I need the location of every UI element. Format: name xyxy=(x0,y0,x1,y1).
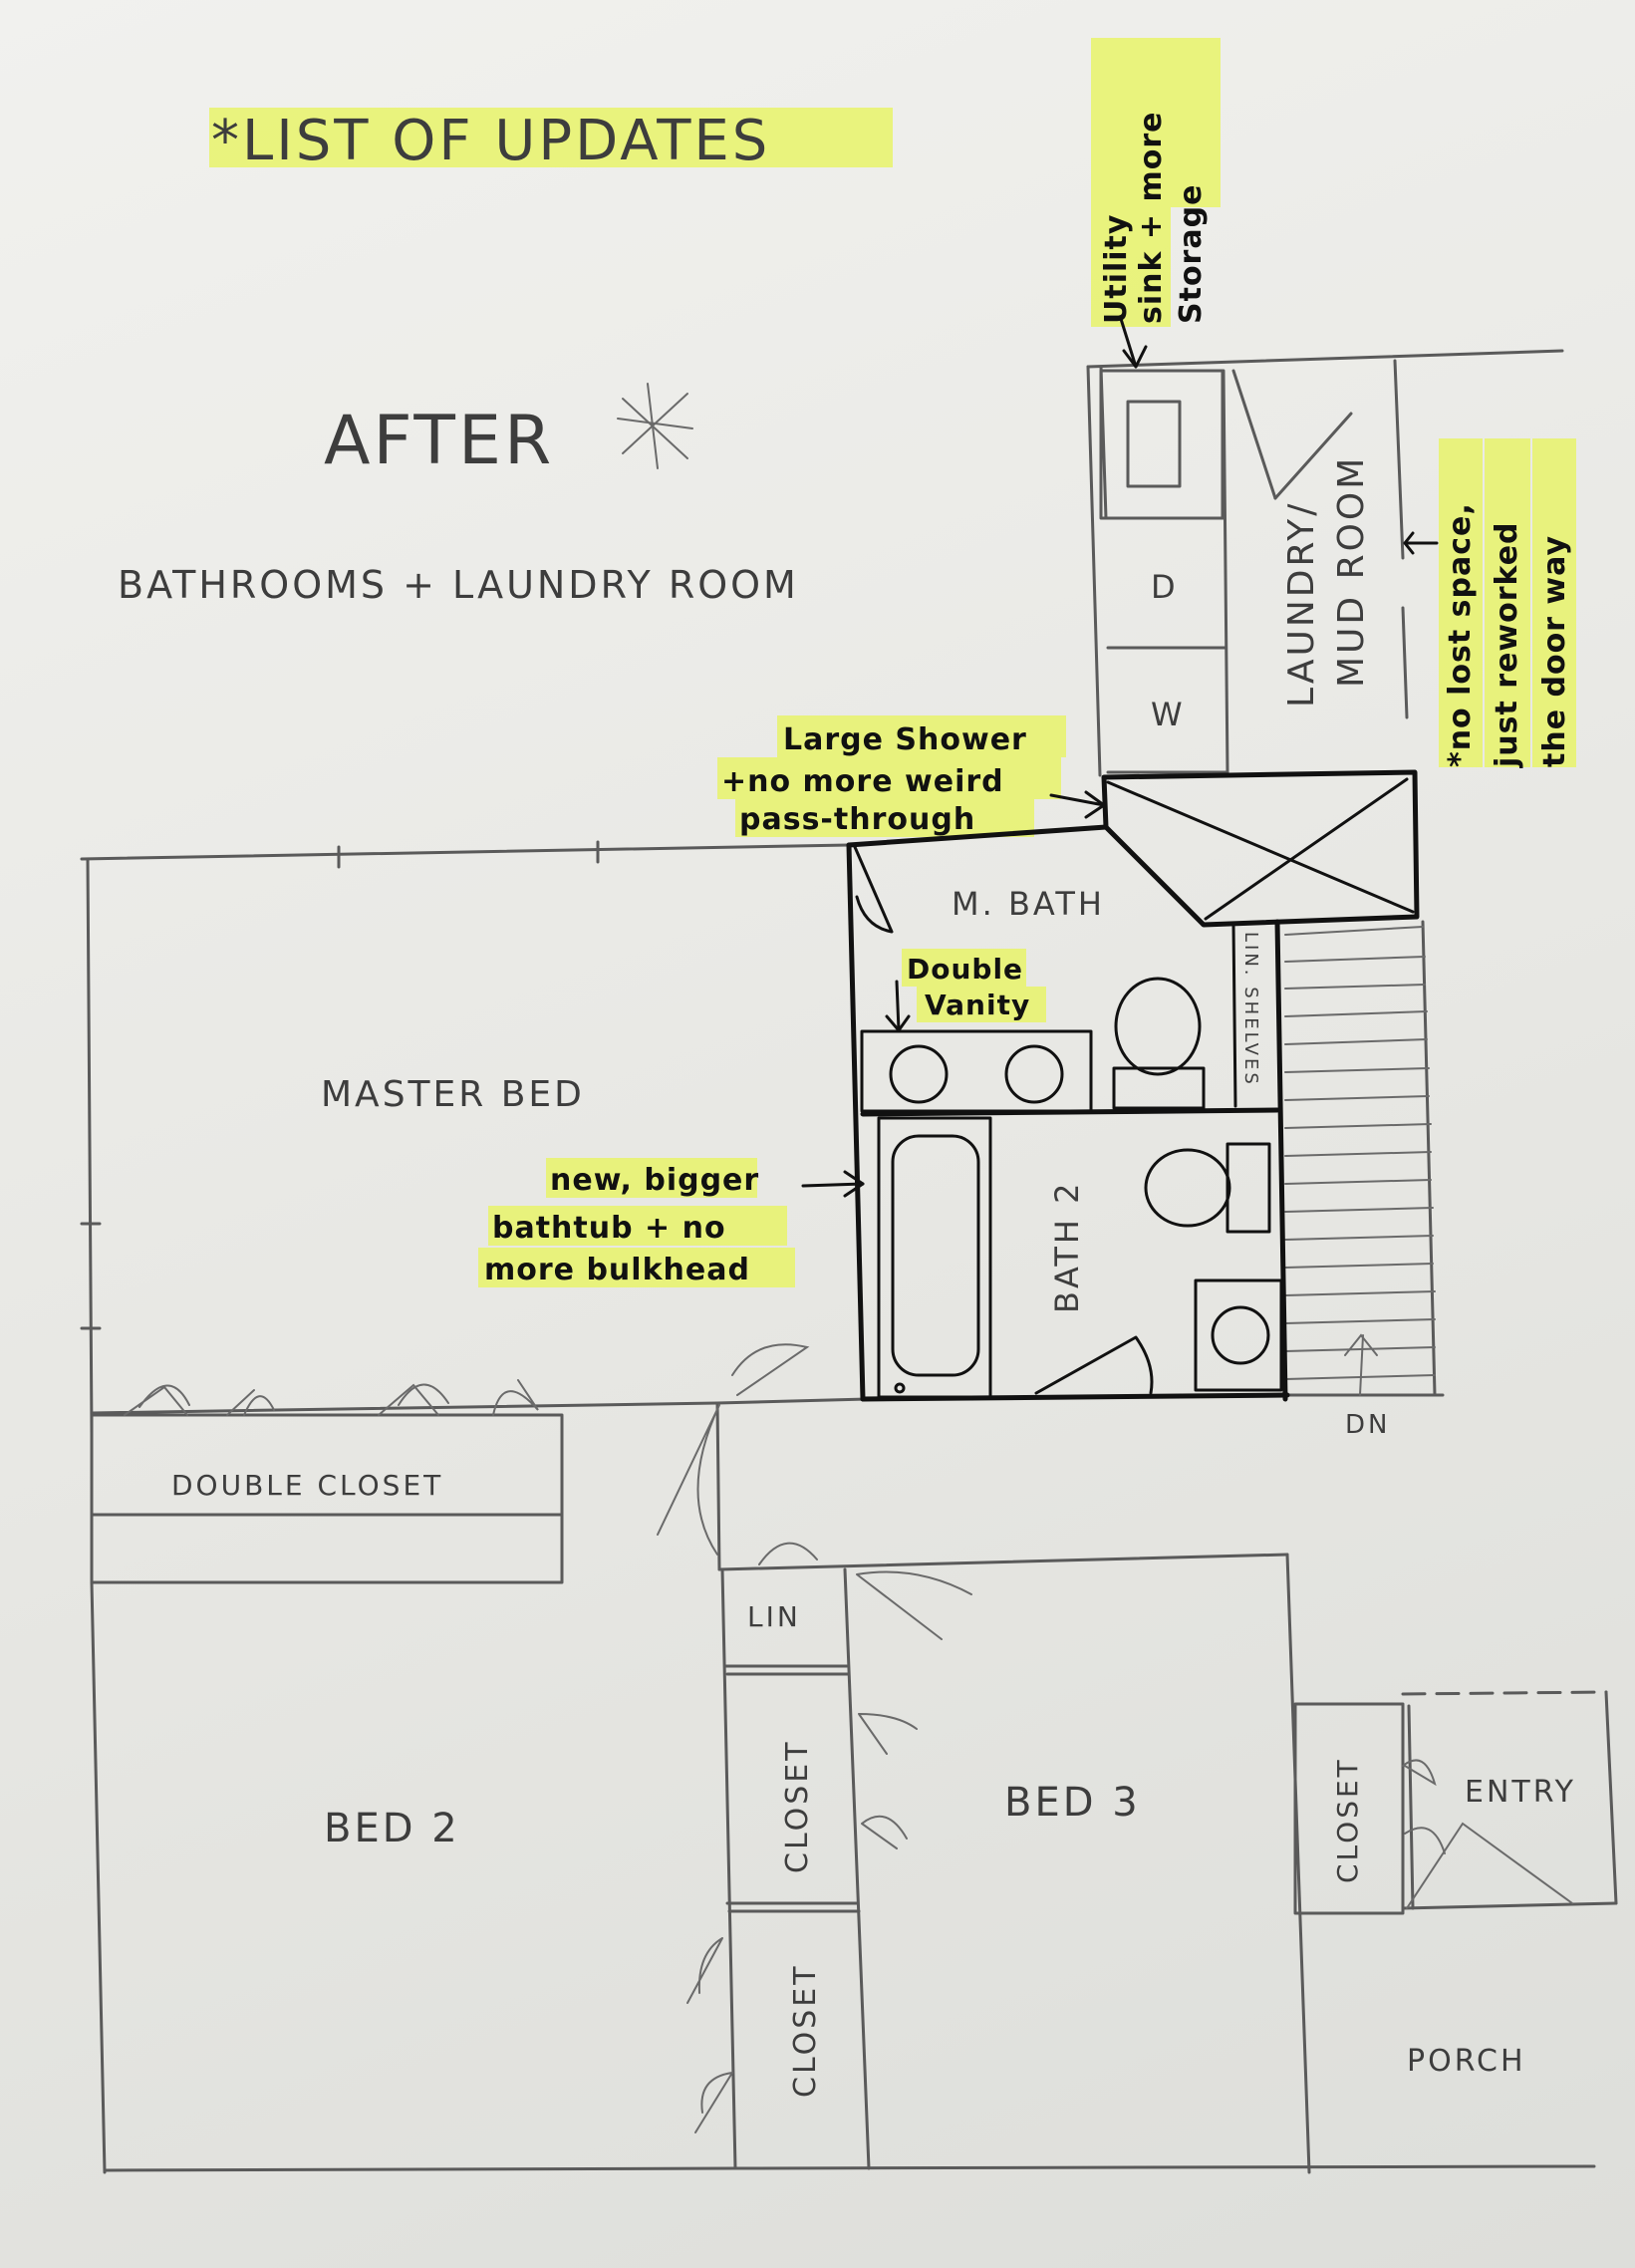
subtitle: BATHROOMS + LAUNDRY ROOM xyxy=(118,563,799,607)
bed-3-label: BED 3 xyxy=(1004,1780,1141,1826)
vanity-note-2: Vanity xyxy=(925,989,1030,1021)
vanity-note-highlight-2 xyxy=(917,987,1046,1022)
closet-c-label: CLOSET xyxy=(1331,1757,1364,1883)
shower-note-3: pass-through xyxy=(739,802,975,837)
asterisk-icon xyxy=(617,383,693,469)
pencil-walls xyxy=(80,840,1618,2174)
tub-note-3: more bulkhead xyxy=(484,1253,750,1287)
tub-note-highlight-1 xyxy=(546,1158,757,1198)
entry-label: ENTRY xyxy=(1465,1775,1576,1810)
vanity-note-highlight-1 xyxy=(902,949,1026,987)
door-swings xyxy=(124,1343,1573,2133)
laundry-label-1: LAUNDRY/ xyxy=(1281,501,1322,708)
laundry-label-2: MUD ROOM xyxy=(1331,455,1372,688)
door-note-highlight-1 xyxy=(1439,438,1483,767)
washer-label: W xyxy=(1151,696,1186,733)
utility-note-highlight xyxy=(1091,38,1171,327)
highlights xyxy=(209,38,1576,1287)
bed-2-label: BED 2 xyxy=(324,1806,460,1851)
title-highlight xyxy=(209,108,893,167)
master-bed-label: MASTER BED xyxy=(321,1074,585,1115)
door-note-3: the door way xyxy=(1537,535,1572,767)
shower-note-highlight-1 xyxy=(777,715,1066,757)
tub-note-2: bathtub + no xyxy=(492,1211,726,1246)
utility-note-2: sink + more xyxy=(1134,112,1169,325)
shower-note-1: Large Shower xyxy=(783,722,1027,757)
up-arrow-icon xyxy=(1344,1333,1378,1396)
utility-note-1: Utility xyxy=(1099,214,1134,324)
vanity-note-1: Double xyxy=(907,953,1023,986)
vanity-arrow-icon xyxy=(885,980,911,1032)
shower-arrow-icon xyxy=(1049,790,1106,819)
closet-b-label: CLOSET xyxy=(788,1963,823,2098)
door-gap-arrow-icon xyxy=(1403,531,1439,555)
laundry-walls xyxy=(1086,349,1564,777)
shower-note-highlight-3 xyxy=(735,799,1034,837)
tub-note-highlight-3 xyxy=(478,1248,795,1287)
tub-arrow-icon xyxy=(801,1170,865,1198)
door-note-2: just reworked xyxy=(1490,521,1524,768)
lin-shelves-label: LIN. SHELVES xyxy=(1240,932,1261,1087)
shower-note-2: +no more weird xyxy=(721,764,1004,799)
bath-2-label: BATH 2 xyxy=(1048,1181,1086,1314)
utility-note-3: Storage xyxy=(1174,184,1209,324)
door-note-highlight-3 xyxy=(1532,438,1576,767)
m-bath-label: M. BATH xyxy=(952,885,1105,923)
door-note-highlight-2 xyxy=(1485,438,1530,767)
lin-label: LIN xyxy=(747,1600,801,1633)
double-closet-label: DOUBLE CLOSET xyxy=(171,1469,443,1502)
porch-label: PORCH xyxy=(1407,2044,1526,2079)
after-label: AFTER xyxy=(324,402,554,480)
dryer-label: D xyxy=(1151,568,1179,606)
stairs-down-label: DN xyxy=(1345,1410,1390,1440)
title: *LIST OF UPDATES xyxy=(211,109,770,173)
utility-arrow-icon xyxy=(1119,317,1148,369)
shower-note-highlight-2 xyxy=(717,757,1061,799)
ink-walls xyxy=(846,769,1420,1402)
utility-note-highlight-2 xyxy=(1171,38,1221,207)
closet-a-label: CLOSET xyxy=(780,1739,815,1873)
tub-note-1: new, bigger xyxy=(550,1163,759,1198)
door-note-1: *no lost space, xyxy=(1443,502,1478,767)
tub-note-highlight-2 xyxy=(488,1206,787,1246)
stair-treads xyxy=(1284,926,1436,1380)
